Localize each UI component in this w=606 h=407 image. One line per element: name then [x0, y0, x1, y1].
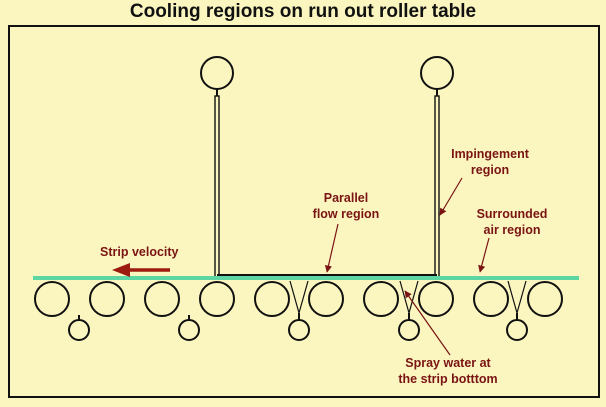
- bottom-spray-nozzle: [288, 280, 310, 341]
- parallel-flow-label-line2: flow region: [312, 207, 380, 221]
- impingement-label-line1: Impingement: [451, 147, 529, 161]
- table-roller: [473, 281, 509, 317]
- spray-water-leader: [404, 290, 451, 356]
- table-roller: [34, 281, 70, 317]
- surrounded-air-label: Surrounded air region: [462, 206, 562, 238]
- parallel-flow-label-line1: Parallel: [323, 191, 369, 205]
- table-roller: [199, 281, 235, 317]
- parallel-flow-leader: [324, 223, 339, 273]
- table-roller: [89, 281, 125, 317]
- table-roller: [363, 281, 399, 317]
- bottom-spray-nozzles: [68, 280, 528, 341]
- table-roller: [527, 281, 563, 317]
- bottom-spray-nozzle: [506, 280, 528, 341]
- diagram-title: Cooling regions on run out roller table: [129, 1, 477, 22]
- impingement-label: Impingement region: [434, 146, 546, 178]
- table-rollers: [34, 281, 563, 317]
- impingement-label-line2: region: [470, 163, 510, 177]
- bottom-spray-nozzle: [178, 315, 200, 341]
- table-roller: [144, 281, 180, 317]
- right-water-jet: [434, 95, 440, 278]
- parallel-flow-label: Parallel flow region: [296, 190, 396, 222]
- strip-velocity-label: Strip velocity: [100, 245, 179, 259]
- impingement-leader: [439, 177, 463, 216]
- steel-strip: [33, 276, 579, 280]
- surrounded-air-leader: [478, 237, 490, 273]
- spray-water-label-line1: Spray water at: [405, 356, 491, 370]
- surrounded-air-label-line1: Surrounded: [476, 207, 548, 221]
- spray-water-label: Spray water at the strip botttom: [378, 355, 518, 387]
- bottom-spray-nozzle: [68, 315, 90, 341]
- table-roller: [308, 281, 344, 317]
- table-roller: [418, 281, 454, 317]
- table-roller: [254, 281, 290, 317]
- left-water-jet: [214, 95, 220, 278]
- spray-water-label-line2: the strip botttom: [398, 372, 498, 386]
- diagram-frame: [8, 25, 600, 398]
- right-header-nozzle: [420, 56, 454, 96]
- left-header-nozzle: [200, 56, 234, 96]
- surrounded-air-label-line2: air region: [483, 223, 541, 237]
- strip-velocity-arrow: [112, 263, 170, 277]
- bottom-spray-nozzle: [398, 280, 420, 341]
